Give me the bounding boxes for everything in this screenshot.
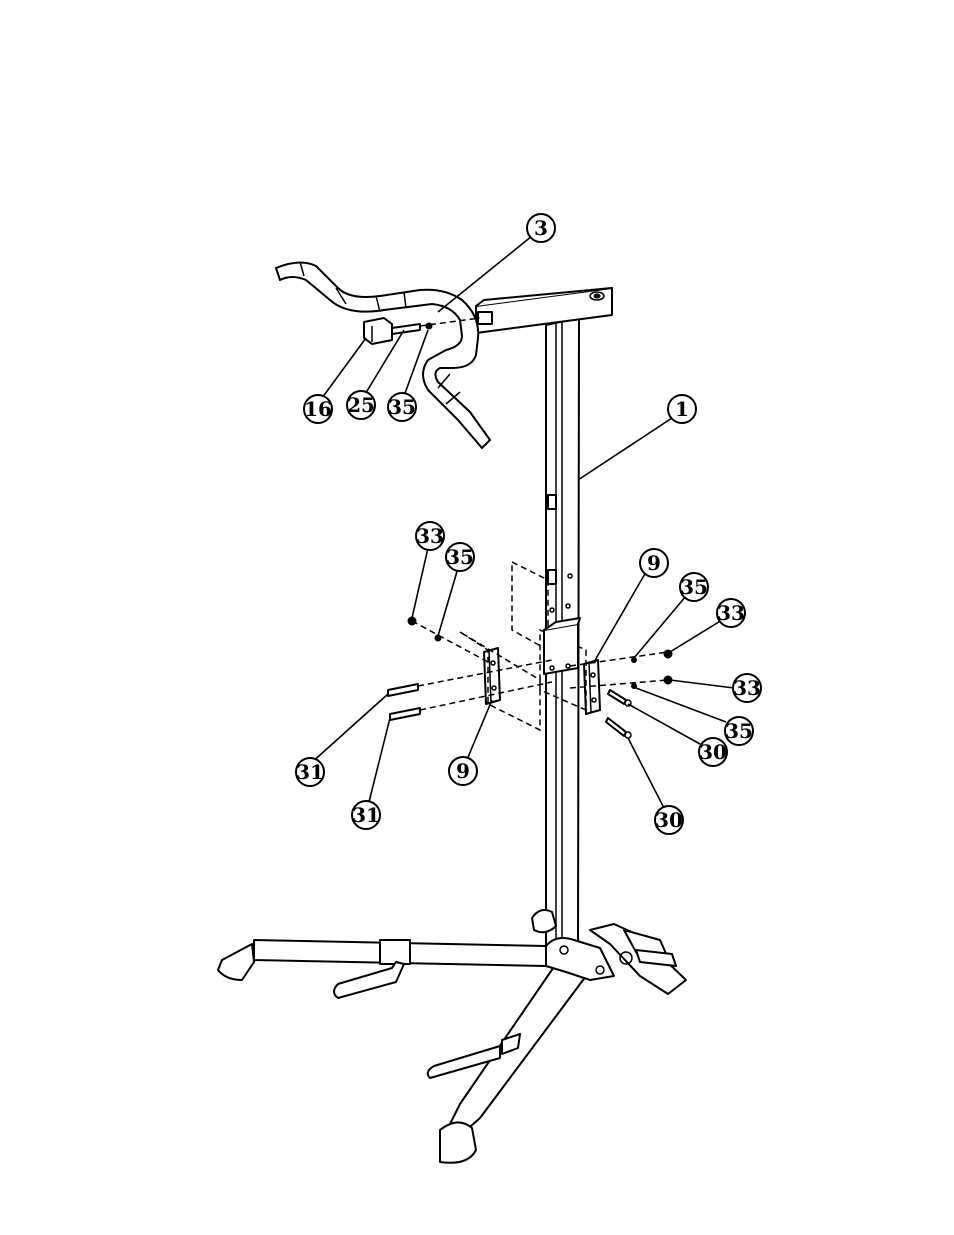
callout-25-label: 25 [347, 393, 375, 417]
callout-33-left-label: 33 [416, 524, 444, 548]
callout-33-right-upper-label: 33 [717, 601, 745, 625]
callout-16: 16 [304, 395, 332, 423]
callout-35-right-lower-label: 35 [725, 719, 753, 743]
right-washer-lower [632, 684, 637, 689]
left-bolts [388, 660, 552, 720]
callout-3-label: 3 [534, 216, 548, 240]
callout-31-upper-label: 31 [296, 760, 324, 784]
callout-9-left: 9 [449, 757, 477, 785]
projection-plane-upper [512, 562, 548, 650]
right-washer-upper [632, 658, 637, 663]
top-arm [476, 288, 612, 333]
top-bolt [392, 324, 420, 334]
callout-33-right-upper: 33 [717, 599, 745, 627]
callout-3: 3 [527, 214, 555, 242]
base-rear-leg [218, 940, 546, 998]
callout-1: 1 [668, 395, 696, 423]
callout-33-left: 33 [416, 522, 444, 550]
callout-35-top-label: 35 [388, 395, 416, 419]
callout-9-left-label: 9 [456, 759, 470, 783]
callout-9-right: 9 [640, 549, 668, 577]
callout-30-upper-label: 30 [699, 740, 727, 764]
callout-16-label: 16 [304, 397, 332, 421]
callout-30-lower-label: 30 [655, 808, 683, 832]
right-bolts [606, 690, 631, 738]
callout-1-label: 1 [675, 397, 689, 421]
callout-31-lower: 31 [352, 801, 380, 829]
callout-35-right-lower: 35 [725, 717, 753, 745]
callout-35-left-label: 35 [446, 545, 474, 569]
callout-33-right-lower-label: 33 [733, 676, 761, 700]
callout-9-right-label: 9 [647, 551, 661, 575]
callout-35-left: 35 [446, 543, 474, 571]
callout-31-upper: 31 [296, 758, 324, 786]
callout-35-right-upper: 35 [680, 573, 708, 601]
base-front-leg [428, 951, 592, 1163]
callout-33-right-lower: 33 [733, 674, 761, 702]
callout-25: 25 [347, 391, 375, 419]
right-bracket [584, 660, 600, 714]
callout-30-upper: 30 [699, 738, 727, 766]
callout-31-lower-label: 31 [352, 803, 380, 827]
callout-35-top: 35 [388, 393, 416, 421]
callout-35-right-upper-label: 35 [680, 575, 708, 599]
end-cap [364, 318, 392, 344]
left-bracket [484, 648, 500, 704]
callout-30-lower: 30 [655, 806, 683, 834]
